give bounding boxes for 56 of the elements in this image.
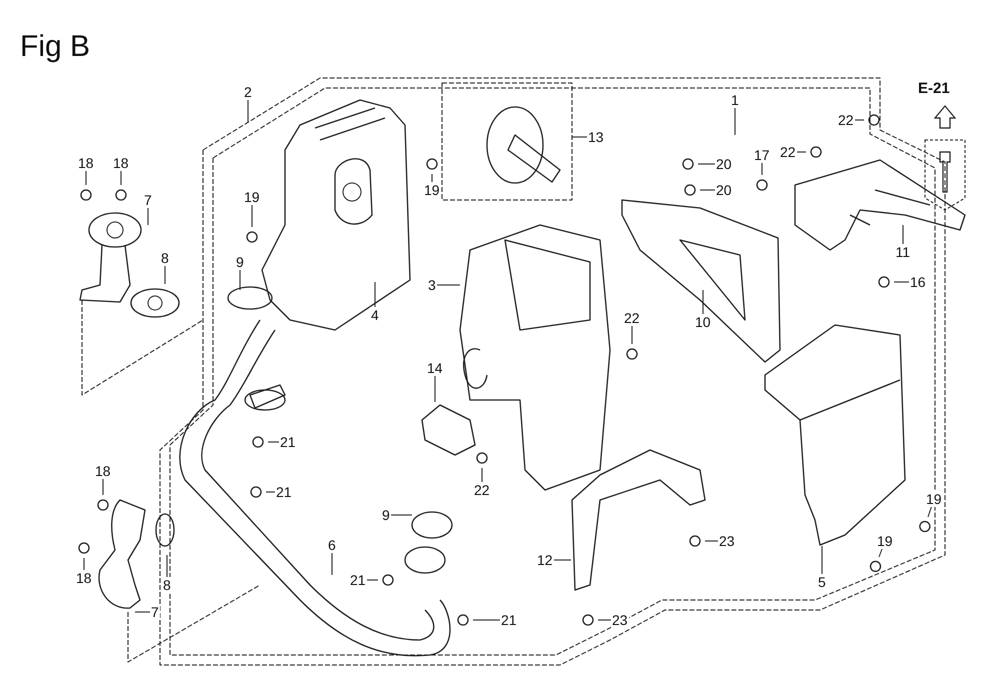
callout-number: 23 [718,533,736,549]
callout-number: 19 [876,533,894,549]
callout-number: 1 [730,92,740,108]
callout-number: 19 [925,491,943,507]
leader-line [434,376,436,402]
leader-line [102,478,104,496]
callout-number: 18 [77,155,95,171]
callout-number: 3 [427,277,437,293]
callout-number: 23 [611,612,629,628]
callout-number: 13 [587,129,605,145]
callout-number: 8 [160,250,170,266]
callout-number: 16 [909,274,927,290]
callout-number: 9 [381,507,391,523]
callout-number: 4 [370,307,380,323]
callout-number: 20 [715,182,733,198]
leader-line [704,540,718,542]
callout-number: 18 [94,463,112,479]
callout-number: 22 [473,482,491,498]
leader-line [390,514,412,516]
callout-number: 14 [426,360,444,376]
callout-number: 18 [75,570,93,586]
callout-number: 7 [150,604,160,620]
callout-number: 17 [753,147,771,163]
callout-number: 5 [817,574,827,590]
callout-number: 21 [275,484,293,500]
leader-line [902,224,904,244]
callout-number: 19 [423,182,441,198]
callout-number: 20 [715,156,733,172]
leader-line [928,506,932,518]
leader-line [166,554,168,578]
callout-number: 9 [235,254,245,270]
callout-number: 10 [694,314,712,330]
leader-line [164,266,166,284]
callout-number: 11 [894,244,912,260]
figure-title: Fig B [20,30,90,64]
leader-line [436,284,460,286]
leader-line [374,282,376,308]
leader-line [572,136,588,138]
callout-number: 22 [623,310,641,326]
leader-line [878,548,882,558]
reference-label: E-21 [918,80,950,98]
callout-number: 2 [243,84,253,100]
callout-number: 7 [143,192,153,208]
callout-number: 8 [162,577,172,593]
leader-line [120,170,122,186]
callout-number: 21 [349,572,367,588]
callout-number: 12 [536,552,554,568]
leader-line [734,108,736,136]
callout-number: 22 [837,112,855,128]
callout-number: 19 [243,189,261,205]
leader-line [702,290,704,314]
callout-number: 21 [500,612,518,628]
callout-number: 18 [112,155,130,171]
callout-number: 6 [327,537,337,553]
callout-number: 21 [279,434,297,450]
callout-number: 22 [779,144,797,160]
